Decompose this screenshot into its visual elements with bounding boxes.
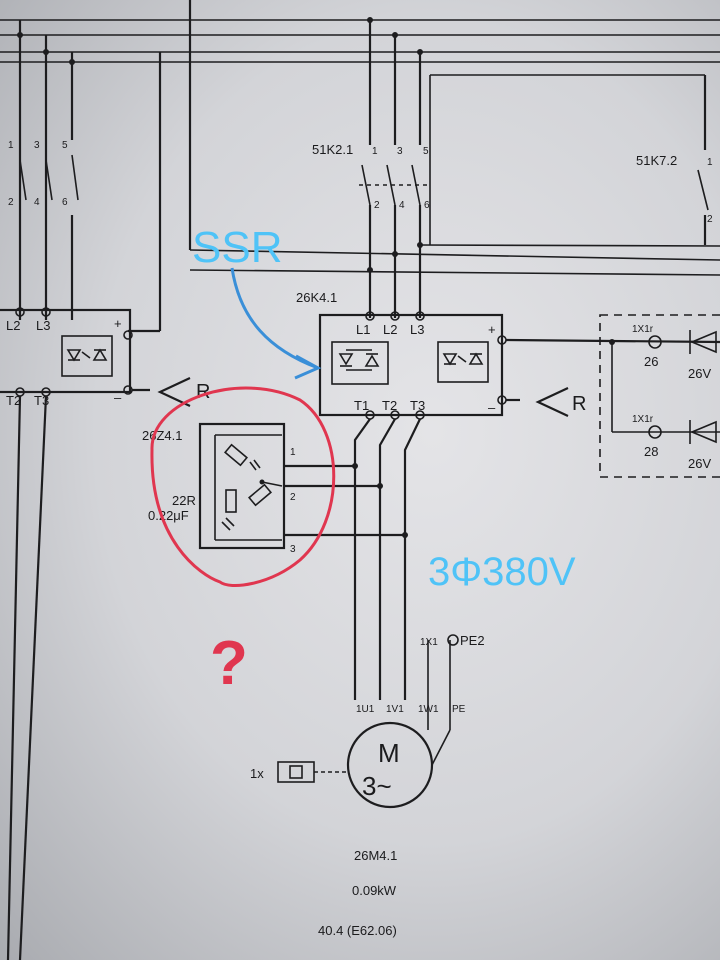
indicator-terminal-2: 1X1r: [632, 414, 654, 425]
pe-terminal-id: 1X1: [420, 637, 438, 648]
motor-symbol: M: [378, 738, 400, 768]
left-pin-6: 6: [62, 197, 68, 208]
motor-terminal-pe: PE: [452, 704, 466, 715]
contactor-51k2-pin1: 1: [372, 146, 378, 157]
contactor-51k2-pin3: 3: [397, 146, 403, 157]
motor-terminal-v: 1V1: [386, 704, 404, 715]
ssr-annotation: SSR: [192, 223, 282, 272]
left-pin-5: 5: [62, 140, 68, 151]
snubber-pin1: 1: [290, 447, 296, 458]
top-bus-lines: [0, 19, 720, 63]
snubber-26z4: 26Z4.1 22R 0.22μF 1 2 3: [142, 422, 408, 555]
brake-label: 1x: [250, 766, 264, 781]
contactor-51k7-pin1: 1: [707, 157, 713, 168]
left-pin-1: 1: [8, 140, 14, 151]
snubber-circle-annotation: [150, 386, 336, 587]
contactor-51k2-pin5: 5: [423, 146, 429, 157]
motor-feed-lines: [353, 418, 451, 730]
diode-icon-2: [689, 420, 717, 444]
motor-tag: 26M4.1: [354, 848, 397, 863]
ssr-t2: T2: [382, 398, 397, 413]
contactor-51k2: 51K2.1 1 3 5 2 4 6: [189, 17, 720, 318]
thyristor-icon: [331, 341, 389, 385]
ssr-tag: 26K4.1: [296, 290, 337, 305]
brake-icon: [277, 761, 348, 783]
ssr-t1: T1: [354, 398, 369, 413]
ssr-arrow-annotation: [230, 267, 319, 370]
left-relay-l3: L3: [36, 318, 50, 333]
ssr-plus: +: [488, 322, 496, 337]
snubber-pin3: 3: [290, 544, 296, 555]
indicator-terminal-1-num: 26: [644, 354, 658, 369]
annotations: SSR 3Φ380V ?: [150, 223, 576, 698]
indicator-terminal-2-num: 28: [644, 444, 658, 459]
ssr-l2: L2: [383, 322, 397, 337]
left-relay-t2: T2: [6, 393, 21, 408]
motor-reference: 40.4 (E62.06): [318, 923, 397, 938]
contactor-51k2-pin4: 4: [399, 200, 405, 211]
diode-icon: [689, 330, 717, 354]
question-annotation: ?: [210, 629, 248, 698]
motor-phase: 3~: [362, 771, 392, 801]
ssr-arrowhead: [294, 354, 322, 380]
left-pin-4: 4: [34, 197, 40, 208]
snubber-tag: 26Z4.1: [142, 428, 182, 443]
contactor-51k7-tag: 51K7.2: [636, 153, 677, 168]
voltage-annotation: 3Φ380V: [428, 550, 576, 594]
left-relay-l2: L2: [6, 318, 20, 333]
ssr-minus: –: [488, 400, 496, 415]
contactor-51k2-tag: 51K2.1: [312, 142, 353, 157]
left-pin-3: 3: [34, 140, 40, 151]
left-relay: L2 L3 T2 T3 + – R: [0, 0, 210, 960]
left-relay-plus: +: [114, 316, 122, 331]
left-contactor: 1 3 5 2 4 6: [8, 20, 79, 320]
left-relay-t3: T3: [34, 393, 49, 408]
optocoupler-icon: [61, 335, 113, 377]
pe-terminal: 1X1 PE2: [420, 633, 485, 648]
indicator-led-2: 26V: [688, 456, 711, 471]
ssr-r: R: [572, 393, 586, 415]
left-relay-minus: –: [114, 390, 122, 405]
motor-terminal-u: 1U1: [356, 704, 375, 715]
motor-26m4: 1U1 1V1 1W1 PE M 3~ 1x 26M4.1 0.09kW 40.…: [250, 704, 466, 938]
rc-network-icon: [214, 434, 283, 541]
snubber-resistance: 22R: [172, 493, 196, 508]
snubber-pin2: 2: [290, 492, 296, 503]
contactor-51k7: 51K7.2 1 2: [429, 74, 713, 245]
left-pin-2: 2: [8, 197, 14, 208]
ssr-l1: L1: [356, 322, 370, 337]
contactor-51k2-pin2: 2: [374, 200, 380, 211]
contactor-51k2-pin6: 6: [424, 200, 430, 211]
pe-terminal-label: PE2: [460, 633, 485, 648]
snubber-capacitance: 0.22μF: [148, 508, 189, 523]
indicator-box: 1X1r 26 1X1r 28 26V 26V: [599, 314, 720, 478]
ssr-l3: L3: [410, 322, 424, 337]
contactor-51k7-pin2: 2: [707, 214, 713, 225]
ssr-relay-26k4: 26K4.1 L1 L2 L3 T1 T2 T3 + –: [296, 290, 720, 420]
ssr-t3: T3: [410, 398, 425, 413]
optocoupler-icon-main: [437, 341, 489, 383]
motor-terminal-w: 1W1: [418, 704, 439, 715]
indicator-led-1: 26V: [688, 366, 711, 381]
motor-power: 0.09kW: [352, 883, 397, 898]
indicator-terminal-1: 1X1r: [632, 324, 654, 335]
